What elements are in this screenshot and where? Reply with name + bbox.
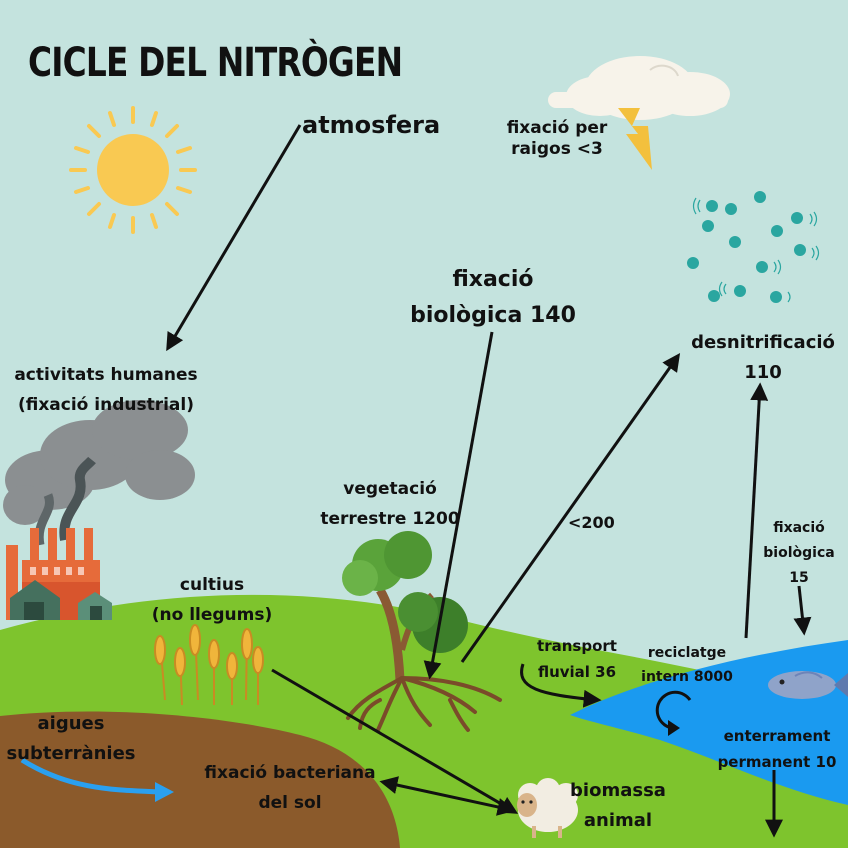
label-soil-bacterial-fixation: fixació bacteriana del sol: [204, 763, 376, 813]
label-internal-recycling: reciclatge intern 8000: [641, 645, 733, 685]
label-denitrification: desnitrificació 110: [691, 332, 835, 383]
nitrogen-molecules-icon: [687, 191, 820, 303]
label-biological-fixation: fixació biològica 140: [410, 267, 576, 328]
label-groundwater: aigues subterrànies: [6, 713, 136, 764]
lightning-icon: [618, 108, 652, 170]
recycling-loop-icon: [655, 690, 692, 736]
roots-icon: [346, 676, 502, 732]
arrow-ocean-to-denitrification: [744, 382, 769, 639]
label-terrestrial-vegetation: vegetació terrestre 1200: [320, 479, 460, 529]
sheep-icon: [517, 778, 578, 838]
arrow-biological-fixation-to-roots: [423, 331, 494, 680]
groundwater-flow-icon: [20, 757, 161, 795]
arrow-soil-fixation-animal: [379, 776, 516, 816]
wheat-icon: [154, 624, 264, 706]
arrow-atmosphere-to-industry: [166, 124, 302, 352]
label-atmosfera: atmosfera: [302, 111, 441, 139]
label-human-activities: activitats humanes (fixació industrial): [14, 365, 198, 415]
fish-icon: [768, 671, 848, 699]
arrow-land-to-denitrification: [460, 353, 681, 663]
soil-area: [0, 711, 400, 848]
factory-icon: [6, 528, 112, 620]
groundwater-flow-arrowhead: [155, 782, 174, 802]
smoke-icon: [3, 400, 195, 546]
tree-icon: [342, 531, 468, 681]
label-animal-biomass: biomassa animal: [570, 780, 666, 831]
flow-arrows: [166, 124, 812, 838]
storm-cloud-icon: [548, 56, 730, 120]
arrow-river-transport: [520, 663, 602, 708]
label-lightning-fixation: fixació per raigos <3: [506, 118, 608, 160]
arrow-ocean-fixation: [793, 585, 812, 636]
label-ocean-fixation: fixació biològica 15: [763, 520, 835, 586]
sun-icon: [69, 106, 197, 234]
label-river-transport: transport fluvial 36: [537, 637, 617, 681]
label-flux-200: <200: [568, 513, 615, 532]
label-burial: enterrament permanent 10: [717, 727, 837, 771]
page-title: CICLE DEL NITRÒGEN: [28, 40, 403, 86]
label-crops: cultius (no llegums): [151, 575, 273, 625]
